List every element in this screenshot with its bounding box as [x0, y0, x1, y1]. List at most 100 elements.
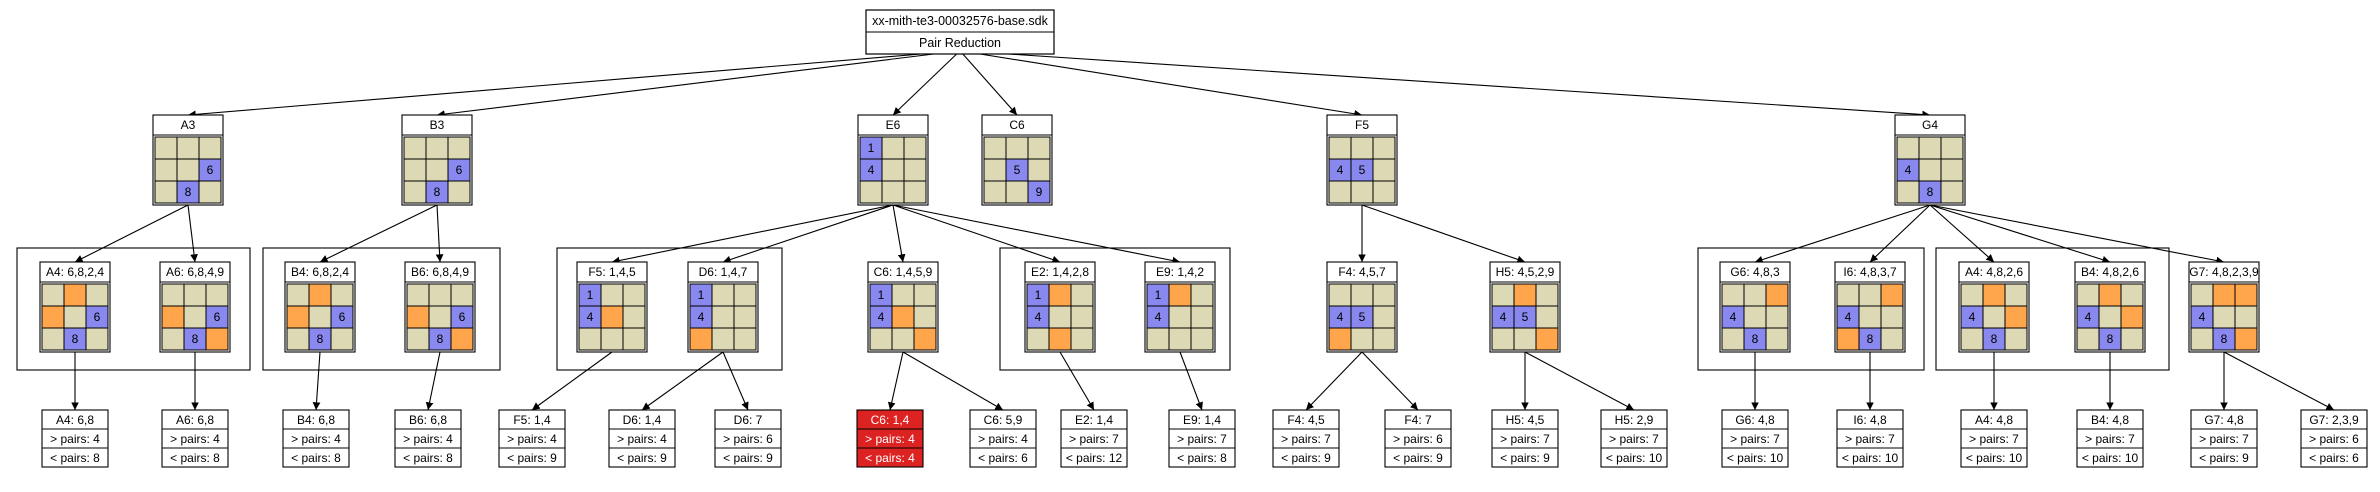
grid-cell: [881, 158, 905, 182]
leaf-node[interactable]: G6: 4,8> pairs: 7< pairs: 10: [1721, 409, 1789, 468]
edge-arrow: [887, 351, 904, 411]
grid-cell: [983, 136, 1007, 160]
grid-cell: [2212, 283, 2236, 307]
grid-cell: [1880, 327, 1904, 351]
candidate-node-e6b[interactable]: D6: 1,4,714: [687, 261, 759, 353]
candidate-node-e6b-label: D6: 1,4,7: [699, 265, 748, 279]
grid-digit: 9: [1036, 185, 1043, 199]
candidate-node-g4c[interactable]: A4: 4,8,2,648: [1958, 261, 2030, 353]
leaf-more-pairs: > pairs: 7: [1969, 432, 2019, 446]
grid-cell: [733, 283, 757, 307]
grid-cell: [183, 283, 207, 307]
edge-arrow: [1179, 351, 1203, 411]
candidate-node-g4a[interactable]: G6: 4,8,348: [1719, 261, 1791, 353]
grid-digit: 8: [1867, 332, 1874, 346]
grid-cell: [600, 305, 624, 329]
grid-cell: [2234, 305, 2258, 329]
leaf-node[interactable]: H5: 4,5> pairs: 7< pairs: 9: [1491, 409, 1559, 468]
leaf-node[interactable]: B4: 6,8> pairs: 4< pairs: 8: [282, 409, 350, 468]
leaf-node[interactable]: F5: 1,4> pairs: 4< pairs: 9: [498, 409, 566, 468]
leaf-node[interactable]: F4: 7> pairs: 6< pairs: 9: [1384, 409, 1452, 468]
leaf-node[interactable]: E2: 1,4> pairs: 7< pairs: 12: [1060, 409, 1128, 468]
leaf-label: F4: 7: [1404, 413, 1432, 427]
leaf-node[interactable]: G7: 4,8> pairs: 7< pairs: 9: [2190, 409, 2258, 468]
leaf-node[interactable]: D6: 7> pairs: 6< pairs: 9: [714, 409, 782, 468]
grid-digit: 6: [207, 163, 214, 177]
grid-cell: [406, 305, 430, 329]
grid-cell: [1513, 283, 1537, 307]
candidate-node-a3b-label: A6: 6,8,4,9: [166, 265, 224, 279]
leaf-node[interactable]: F4: 4,5> pairs: 7< pairs: 9: [1272, 409, 1340, 468]
candidate-node-e6d[interactable]: E2: 1,4,2,814: [1024, 261, 1096, 353]
leaf-node[interactable]: G7: 2,3,9> pairs: 6< pairs: 6: [2300, 409, 2368, 468]
candidate-node-b3b[interactable]: B6: 6,8,4,968: [404, 261, 476, 353]
grid-digit: 4: [1969, 310, 1976, 324]
candidate-node-a3a[interactable]: A4: 6,8,2,468: [39, 261, 111, 353]
grid-cell: [2190, 327, 2214, 351]
grid-digit: 8: [1927, 185, 1934, 199]
grid-cell: [1146, 327, 1170, 351]
edge-arrow: [722, 351, 749, 411]
grid-cell: [1535, 305, 1559, 329]
grid-digit: 4: [1500, 310, 1507, 324]
leaf-less-pairs: < pairs: 9: [2199, 451, 2249, 465]
grid-cell: [1190, 327, 1214, 351]
leaf-less-pairs: < pairs: 8: [170, 451, 220, 465]
leaf-node[interactable]: B4: 4,8> pairs: 7< pairs: 10: [2076, 409, 2144, 468]
leaf-node[interactable]: B6: 6,8> pairs: 4< pairs: 8: [394, 409, 462, 468]
edge-arrow: [611, 204, 894, 265]
grid-digit: 4: [1337, 163, 1344, 177]
edge-arrow: [902, 351, 1004, 411]
grid-cell: [41, 327, 65, 351]
grid-cell: [1765, 305, 1789, 329]
leaf-more-pairs: > pairs: 4: [507, 432, 557, 446]
grid-cell: [711, 327, 735, 351]
grid-cell: [2234, 283, 2258, 307]
candidate-node-g4d[interactable]: B4: 4,8,2,648: [2074, 261, 2146, 353]
candidate-node-g4e-label: G7: 4,8,2,3,9: [2189, 265, 2259, 279]
grid-cell: [2098, 305, 2122, 329]
grid-digit: 4: [1905, 163, 1912, 177]
edge-arrow: [980, 53, 1363, 118]
grid-cell: [1372, 283, 1396, 307]
grid-cell: [1982, 283, 2006, 307]
leaf-node[interactable]: H5: 2,9> pairs: 7< pairs: 10: [1600, 409, 1668, 468]
leaf-node[interactable]: C6: 5,9> pairs: 4< pairs: 6: [969, 409, 1037, 468]
candidate-node-g4e[interactable]: G7: 4,8,2,3,948: [2188, 261, 2260, 353]
candidate-node-e6e[interactable]: E9: 1,4,214: [1144, 261, 1216, 353]
leaf-more-pairs: > pairs: 4: [865, 432, 915, 446]
leaf-less-pairs: < pairs: 8: [50, 451, 100, 465]
root-node[interactable]: xx-mith-te3-00032576-base.sdk Pair Reduc…: [865, 9, 1055, 55]
leaf-less-pairs: < pairs: 4: [865, 451, 915, 465]
grid-cell: [1190, 305, 1214, 329]
leaf-less-pairs: < pairs: 9: [507, 451, 557, 465]
candidate-node-g4a-label: G6: 4,8,3: [1730, 265, 1780, 279]
grid-cell: [41, 283, 65, 307]
grid-cell: [2004, 327, 2028, 351]
leaf-node[interactable]: C6: 1,4> pairs: 4< pairs: 4: [856, 409, 924, 468]
candidate-node-b3a[interactable]: B4: 6,8,2,468: [284, 261, 356, 353]
grid-cell: [2190, 283, 2214, 307]
leaf-node[interactable]: A4: 4,8> pairs: 7< pairs: 10: [1960, 409, 2028, 468]
candidate-node-g4b[interactable]: I6: 4,8,3,748: [1834, 261, 1906, 353]
leaf-node[interactable]: I6: 4,8> pairs: 7< pairs: 10: [1836, 409, 1904, 468]
leaf-node[interactable]: D6: 1,4> pairs: 4< pairs: 9: [608, 409, 676, 468]
grid-cell: [1372, 136, 1396, 160]
grid-cell: [1070, 305, 1094, 329]
leaf-node[interactable]: E9: 1,4> pairs: 7< pairs: 8: [1168, 409, 1236, 468]
candidate-node-e6a[interactable]: F5: 1,4,514: [576, 261, 648, 353]
grid-cell: [1005, 180, 1029, 204]
candidate-node-e6c[interactable]: C6: 1,4,5,914: [867, 261, 939, 353]
candidate-node-a3b[interactable]: A6: 6,8,4,968: [159, 261, 231, 353]
leaf-less-pairs: < pairs: 10: [1606, 451, 1663, 465]
leaf-node[interactable]: A4: 6,8> pairs: 4< pairs: 8: [41, 409, 109, 468]
leaf-node[interactable]: A6: 6,8> pairs: 4< pairs: 8: [161, 409, 229, 468]
